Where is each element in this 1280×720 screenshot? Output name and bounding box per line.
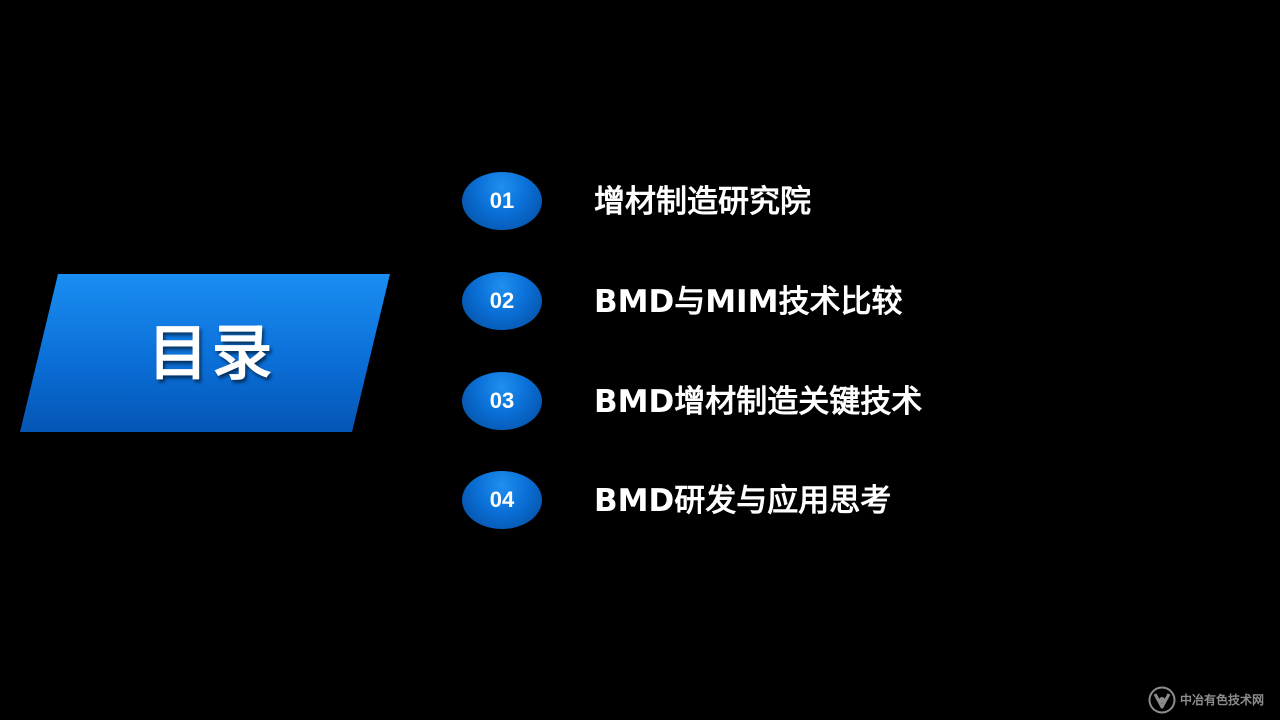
item-label: 增材制造研究院 [594, 184, 811, 220]
watermark-logo: 中冶有色技术网 [1148, 686, 1272, 714]
banner-shape [20, 274, 390, 432]
item-number-badge: 04 [462, 471, 542, 529]
logo-mark-icon [1148, 686, 1176, 714]
toc-item-04: 04 BMD研发与应用思考 [462, 471, 1022, 531]
logo-text: 中冶有色技术网 [1180, 693, 1265, 707]
toc-item-03: 03 BMD增材制造关键技术 [462, 372, 1022, 432]
toc-item-02: 02 BMD与MIM技术比较 [462, 272, 1022, 332]
item-label: BMD增材制造关键技术 [594, 384, 923, 420]
page-title: 目录 [148, 319, 276, 389]
item-label: BMD研发与应用思考 [594, 483, 892, 519]
item-label: BMD与MIM技术比较 [594, 284, 903, 320]
toc-item-01: 01 增材制造研究院 [462, 172, 1022, 232]
title-banner: 目录 [20, 274, 390, 432]
item-number-badge: 02 [462, 272, 542, 330]
item-number-badge: 01 [462, 172, 542, 230]
item-number-badge: 03 [462, 372, 542, 430]
